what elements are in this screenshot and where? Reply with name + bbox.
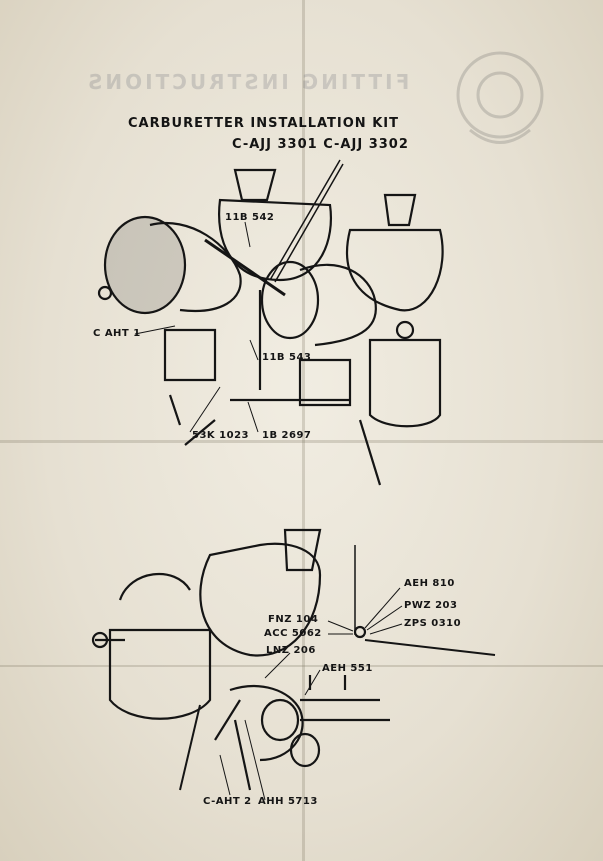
kit-title: CARBURETTER INSTALLATION KIT [128, 116, 399, 131]
fold-line-horizontal [0, 440, 603, 443]
part-label: 11B 542 [225, 212, 275, 223]
lower-carburettor-assembly [91, 528, 496, 791]
part-label: AHH 5713 [258, 796, 318, 807]
leader-lines [134, 221, 403, 801]
part-label: 11B 543 [262, 352, 312, 363]
emblem-show-through [456, 51, 544, 144]
kit-part-numbers: C-AJJ 3301 C-AJJ 3302 [232, 137, 409, 152]
upper-carburettor-assembly [97, 159, 444, 486]
part-label: AEH 551 [322, 663, 373, 674]
part-label: C-AHT 2 [203, 796, 252, 807]
fold-line-horizontal-lower [0, 665, 603, 667]
part-label: ACC 5062 [264, 628, 322, 639]
part-label: PWZ 203 [404, 600, 458, 611]
part-label: LNZ 206 [266, 645, 316, 656]
part-label: 53K 1023 [192, 430, 249, 441]
part-label: FNZ 104 [268, 614, 319, 625]
part-label: C AHT 1 [93, 328, 141, 339]
part-label: ZPS 0310 [404, 618, 462, 629]
part-label: AEH 810 [404, 578, 455, 589]
part-label: 1B 2697 [262, 430, 312, 441]
fold-line-vertical [302, 0, 305, 861]
